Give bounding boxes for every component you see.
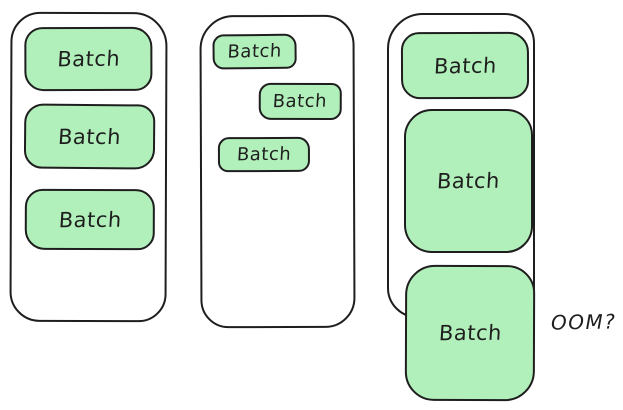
batch-label: Batch <box>226 40 283 63</box>
batch-box: Batch <box>23 103 156 170</box>
batch-label: Batch <box>236 143 292 166</box>
batch-label: Batch <box>272 90 329 113</box>
memory-container-uniform: Batch Batch Batch <box>9 11 168 323</box>
batch-box: Batch <box>400 31 530 100</box>
batch-box-overflowing: Batch <box>404 264 536 402</box>
batch-box: Batch <box>24 188 155 251</box>
memory-container-overflow: Batch Batch Batch <box>387 13 536 402</box>
batch-box: Batch <box>212 33 297 70</box>
batch-box: Batch <box>404 109 533 253</box>
batch-box: Batch <box>24 26 153 92</box>
batch-label: Batch <box>436 168 501 194</box>
batch-box: Batch <box>217 136 311 173</box>
memory-container-staggered: Batch Batch Batch <box>199 14 356 329</box>
batch-label: Batch <box>57 124 122 149</box>
oom-question-label: OOM? <box>550 309 617 335</box>
batch-box: Batch <box>258 82 342 121</box>
batch-label: Batch <box>437 320 503 346</box>
batch-label: Batch <box>56 46 121 72</box>
batch-label: Batch <box>57 207 123 232</box>
batch-label: Batch <box>432 53 498 78</box>
